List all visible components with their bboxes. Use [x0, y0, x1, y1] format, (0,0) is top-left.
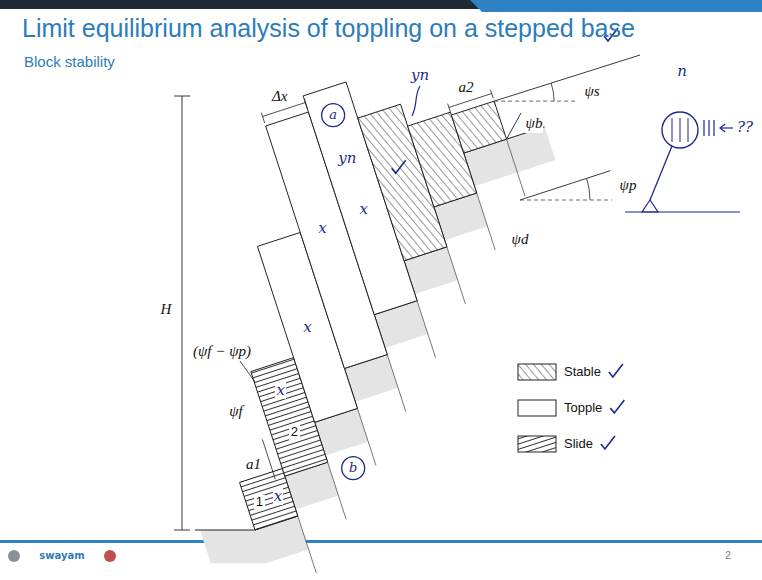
ground-line — [195, 529, 255, 530]
bottom-bar — [0, 540, 762, 543]
dimension-h — [174, 96, 190, 530]
handwritten-note: yn — [410, 67, 430, 84]
dimension-label: a2 — [457, 79, 474, 96]
handwritten-mark: x — [317, 220, 327, 237]
legend-swatch — [518, 364, 556, 380]
legend-text: Topple — [564, 401, 602, 416]
block-number: 2 — [289, 425, 300, 439]
note-circle — [342, 457, 365, 480]
legend-swatch — [518, 400, 556, 416]
angle-label: (ψf − ψp) — [192, 343, 252, 360]
joint-line — [298, 516, 317, 573]
check-mark — [609, 364, 623, 377]
dimension-a1 — [262, 439, 275, 479]
block-number-text: 2 — [289, 425, 300, 439]
angle-label: ψb — [525, 115, 544, 132]
check-mark — [392, 160, 406, 173]
slide-title: Limit equilibrium analysis of toppling o… — [22, 14, 635, 43]
angle-label: ψs — [583, 83, 600, 100]
rock-block — [451, 101, 506, 153]
angle-label: ψp — [619, 177, 638, 194]
subtitle: Block stability — [24, 53, 115, 70]
legend-text: Slide — [564, 437, 593, 452]
legend-swatches — [518, 364, 556, 452]
slide-number: 2 — [725, 550, 731, 562]
handwritten-note: ?? — [736, 119, 754, 136]
handwriting — [392, 28, 740, 449]
logo — [8, 550, 20, 562]
circled-note: b — [349, 461, 357, 476]
handwritten-mark: x — [358, 201, 368, 218]
dimension-label: H — [160, 301, 173, 318]
handwritten-mark: x — [273, 488, 283, 505]
legend-swatch — [518, 436, 556, 452]
check-mark — [610, 400, 624, 413]
footer-logo-text: swayam — [39, 550, 84, 562]
joint-line — [357, 408, 376, 465]
joint-line — [417, 301, 436, 358]
joint-line — [507, 139, 526, 196]
blocks — [240, 82, 507, 530]
legend-text: Stable — [564, 365, 601, 380]
handwritten-note: n — [676, 63, 688, 80]
rock-block — [240, 469, 298, 530]
top-bar-accent — [470, 0, 762, 12]
dimension-label: a1 — [245, 456, 262, 473]
handwritten-note: yn — [337, 150, 357, 167]
block-number: 1 — [254, 495, 265, 509]
joint-line — [477, 193, 496, 250]
angle-lines — [240, 55, 640, 382]
check-mark — [601, 436, 615, 449]
handwritten-mark: x — [302, 319, 312, 336]
dimension-label: Δx — [271, 88, 288, 105]
note-circle — [322, 104, 345, 127]
logo — [104, 550, 116, 562]
joint-line — [387, 355, 406, 412]
handwritten-mark: x — [275, 382, 285, 399]
block-number-text: 1 — [254, 495, 265, 509]
angle-label: ψf — [228, 403, 243, 420]
note-circles — [322, 104, 365, 480]
circled-note: a — [329, 108, 337, 123]
joint-line — [447, 247, 466, 304]
angle-label: ψd — [511, 231, 530, 248]
